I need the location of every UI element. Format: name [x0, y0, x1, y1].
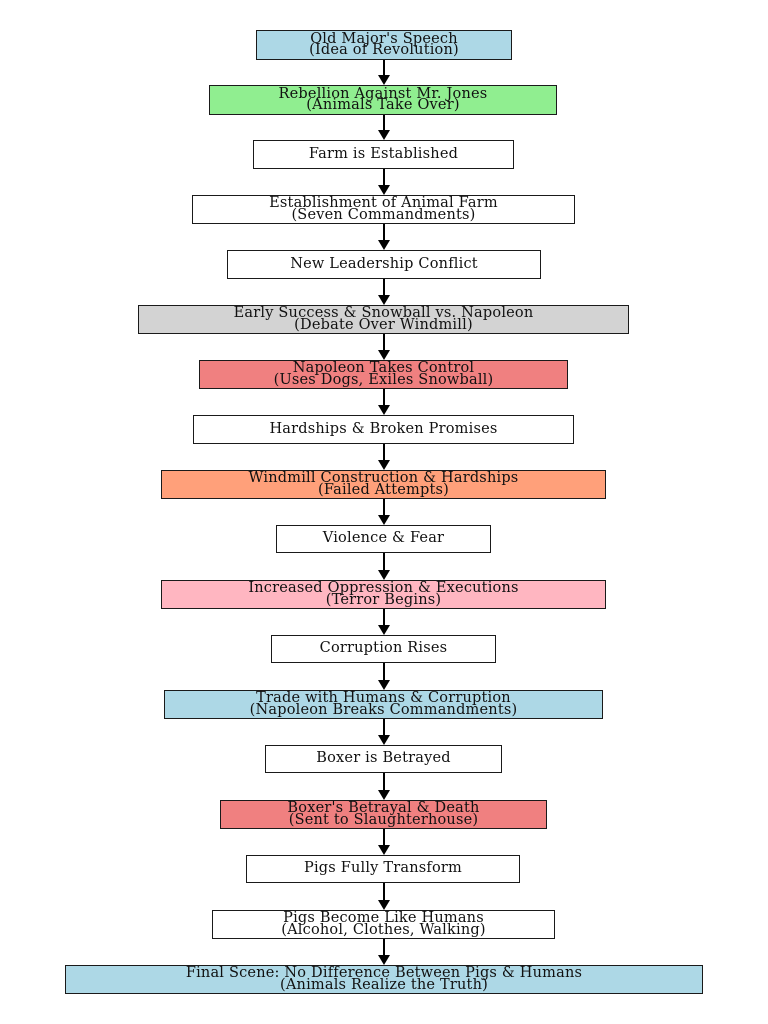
flow-arrow [375, 115, 393, 140]
flow-node: Pigs Fully Transform [246, 855, 520, 883]
flow-arrow [375, 499, 393, 525]
node-title: Final Scene: No Difference Between Pigs … [185, 965, 583, 981]
flow-arrow [375, 553, 393, 580]
node-title: Boxer is Betrayed [316, 750, 451, 767]
node-subtitle: (Seven Commandments) [291, 206, 476, 223]
flow-arrow [375, 169, 393, 195]
node-subtitle: (Animals Take Over) [306, 97, 460, 113]
flow-node: Windmill Construction & Hardships(Failed… [161, 470, 606, 499]
node-title: Trade with Humans & Corruption [256, 690, 511, 706]
flow-arrow [375, 444, 393, 470]
flow-node: New Leadership Conflict [227, 250, 541, 279]
node-title: Windmill Construction & Hardships [248, 470, 519, 486]
flow-arrow [375, 939, 393, 965]
flow-arrow [375, 279, 393, 305]
node-title: New Leadership Conflict [290, 255, 478, 272]
node-title: Violence & Fear [322, 530, 445, 547]
flow-node: Farm is Established [253, 140, 514, 169]
flow-node: Pigs Become Like Humans(Alcohol, Clothes… [212, 910, 555, 939]
flow-node: Final Scene: No Difference Between Pigs … [65, 965, 703, 994]
node-title: Farm is Established [308, 145, 459, 162]
flow-node: Violence & Fear [276, 525, 491, 553]
flow-arrow [375, 389, 393, 415]
flow-node: Rebellion Against Mr. Jones(Animals Take… [209, 85, 557, 115]
node-title: Old Major's Speech [310, 30, 458, 47]
flow-node: Corruption Rises [271, 635, 496, 663]
flow-arrow [375, 719, 393, 745]
flow-arrow [375, 773, 393, 800]
node-title: Hardships & Broken Promises [269, 420, 498, 437]
flow-arrow [375, 883, 393, 910]
node-subtitle: (Debate Over Windmill) [294, 316, 473, 333]
flow-node: Early Success & Snowball vs. Napoleon(De… [138, 305, 629, 334]
node-title: Early Success & Snowball vs. Napoleon [233, 305, 534, 321]
node-subtitle: (Alcohol, Clothes, Walking) [281, 921, 486, 938]
flow-node: Hardships & Broken Promises [193, 415, 574, 444]
flow-node: Old Major's Speech(Idea of Revolution) [256, 30, 512, 60]
flow-node: Napoleon Takes Control(Uses Dogs, Exiles… [199, 360, 568, 389]
node-subtitle: (Terror Begins) [325, 591, 442, 608]
flow-arrow [375, 334, 393, 360]
node-title: Establishment of Animal Farm [269, 195, 498, 211]
flow-node: Establishment of Animal Farm(Seven Comma… [192, 195, 575, 224]
flow-node: Boxer's Betrayal & Death(Sent to Slaught… [220, 800, 547, 829]
node-title: Pigs Fully Transform [303, 860, 462, 877]
node-title: Corruption Rises [319, 640, 448, 657]
flow-arrow [375, 224, 393, 250]
node-subtitle: (Failed Attempts) [318, 481, 449, 498]
flow-node: Trade with Humans & Corruption(Napoleon … [164, 690, 603, 719]
node-title: Pigs Become Like Humans [283, 910, 484, 926]
node-subtitle: (Uses Dogs, Exiles Snowball) [273, 371, 494, 388]
node-title: Increased Oppression & Executions [248, 580, 519, 596]
node-title: Boxer's Betrayal & Death [287, 800, 480, 816]
flow-arrow [375, 60, 393, 85]
flow-arrow [375, 829, 393, 855]
flow-arrow [375, 609, 393, 635]
node-subtitle: (Sent to Slaughterhouse) [288, 811, 479, 828]
node-subtitle: (Napoleon Breaks Commandments) [249, 701, 518, 718]
flow-node: Increased Oppression & Executions(Terror… [161, 580, 606, 609]
node-title: Rebellion Against Mr. Jones [278, 85, 488, 102]
flow-arrow [375, 663, 393, 690]
node-title: Napoleon Takes Control [292, 360, 475, 376]
node-subtitle: (Animals Realize the Truth) [280, 976, 488, 993]
node-subtitle: (Idea of Revolution) [309, 42, 459, 58]
flow-node: Boxer is Betrayed [265, 745, 502, 773]
